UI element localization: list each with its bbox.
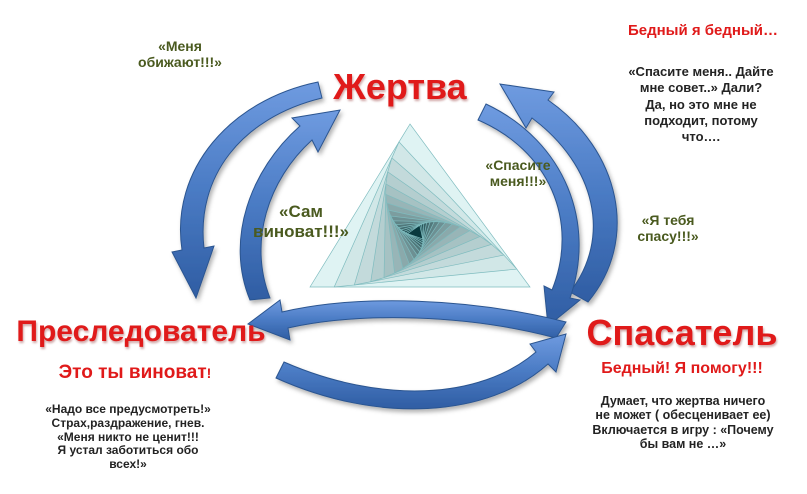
persecutor-tagline-text: Это ты виноват — [58, 362, 207, 383]
label-save-me-line: меня!!!» — [489, 173, 547, 190]
persecutor-quote: «Надо все предусмотреть!» Страх,раздраже… — [12, 402, 244, 472]
victim-quote-line: Да, но это мне не — [645, 96, 757, 112]
arrow-rescuer-to-victim-outer — [499, 83, 618, 303]
rescuer-quote-line: бы вам не …» — [639, 437, 727, 452]
persecutor-quote-line: всех!» — [109, 457, 147, 472]
persecutor-quote-line: Я устал заботиться обо — [57, 443, 199, 458]
rescuer-quote: Думает, что жертва ничего не может ( обе… — [573, 394, 793, 452]
role-victim-title: Жертва — [333, 66, 467, 107]
label-ill-save-line: «Я тебя — [641, 212, 695, 228]
persecutor-tagline-mark: ! — [206, 365, 212, 381]
label-self-blame-line: виноват!!!» — [253, 221, 349, 241]
persecutor-quote-line: Страх,раздражение, гнев. — [51, 415, 205, 430]
persecutor-quote-line: «Меня никто не ценит!!! — [57, 429, 199, 444]
role-persecutor-title: Преследователь — [16, 315, 266, 348]
persecutor-quote-line: «Надо все предусмотреть!» — [45, 402, 211, 416]
label-offended: «Меня обижают!!!» — [120, 38, 240, 70]
rescuer-quote-line: Включается в игру : «Почему — [592, 422, 774, 437]
victim-quote-line: подходит, потому — [644, 112, 758, 128]
arrow-victim-to-rescuer-inner — [477, 103, 582, 327]
arrow-rescuer-to-persecutor — [246, 299, 567, 341]
role-rescuer-title: Спасатель — [586, 312, 778, 353]
label-offended-line: «Меня — [158, 38, 202, 54]
spiral-triangle — [309, 123, 531, 288]
label-save-me-line: «Спасите — [485, 157, 551, 173]
victim-quote: «Спасите меня.. Дайте мне совет..» Дали?… — [612, 64, 790, 145]
victim-quote-line: мне совет..» Дали? — [639, 80, 763, 96]
label-ill-save: «Я тебя спасу!!!» — [616, 212, 720, 244]
label-offended-line: обижают!!!» — [138, 54, 222, 71]
victim-quote-line: что…. — [681, 129, 721, 144]
arrow-persecutor-to-rescuer — [275, 333, 567, 410]
victim-quote-line: «Спасите меня.. Дайте — [628, 64, 774, 79]
victim-heading: Бедный я бедный… — [627, 22, 779, 39]
label-ill-save-line: спасу!!!» — [637, 228, 699, 245]
label-self-blame-line: «Сам — [279, 202, 323, 221]
arrow-victim-to-persecutor-outer — [171, 81, 323, 300]
spiral-layer — [406, 224, 424, 240]
rescuer-tagline: Бедный! Я помогу!!! — [601, 360, 763, 377]
rescuer-quote-line: Думает, что жертва ничего — [600, 394, 766, 408]
arrow-persecutor-to-victim-inner — [239, 109, 341, 301]
label-self-blame: «Сам виноват!!!» — [236, 202, 366, 241]
label-save-me: «Спасите меня!!!» — [468, 157, 568, 189]
rescuer-quote-line: не может ( обесценивает ее) — [595, 408, 771, 423]
persecutor-tagline: Это ты виноват! — [20, 362, 250, 384]
